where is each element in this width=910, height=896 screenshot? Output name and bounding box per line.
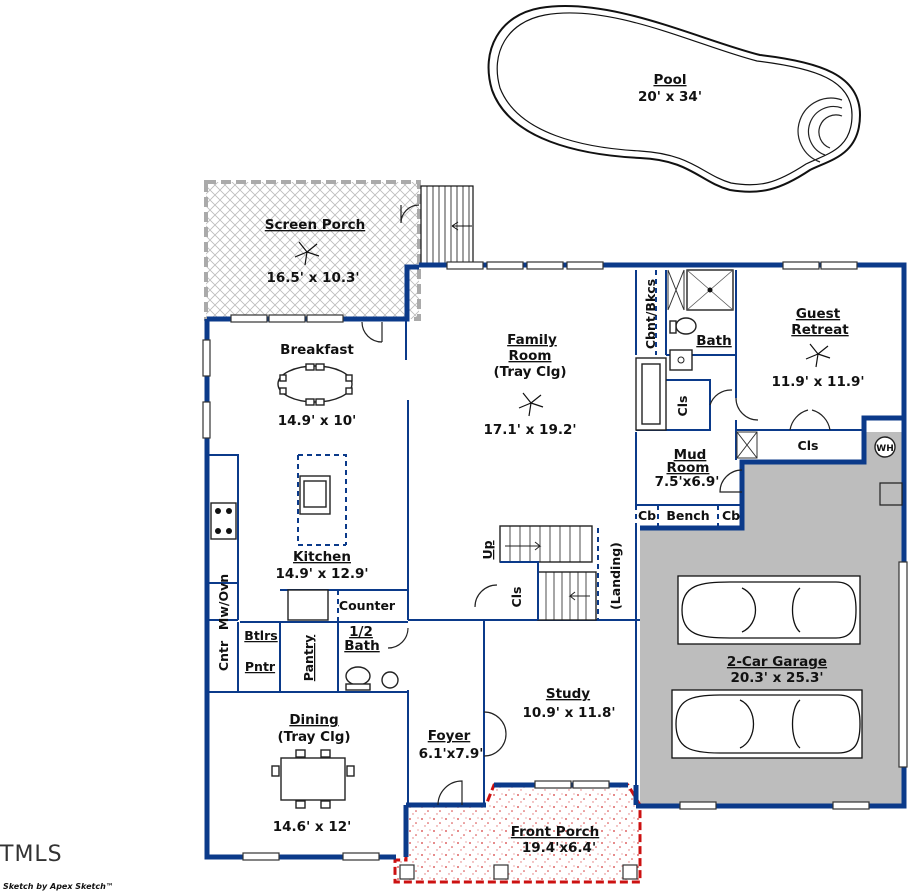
- dining-name: Dining: [289, 712, 338, 728]
- cntr-label: Cntr: [216, 640, 231, 671]
- stairs: [499, 525, 597, 621]
- landing-label: (Landing): [608, 542, 623, 610]
- ceiling-fans: [294, 241, 831, 417]
- family-room-note: (Tray Clg): [493, 364, 566, 380]
- cb-left-label: Cb: [638, 508, 656, 523]
- study-name: Study: [546, 686, 590, 702]
- watermark-text: TMLS: [0, 842, 63, 867]
- pantry-label: Pantry: [301, 635, 316, 681]
- pntr-label: Pntr: [245, 659, 276, 674]
- dining-dims: 14.6' x 12': [273, 819, 351, 835]
- foyer-dims: 6.1'x7.9': [419, 746, 484, 762]
- deck-stairs: [420, 185, 474, 266]
- cbnt-bkcs-label: Cbnt/Bkcs: [643, 279, 658, 349]
- pool-name: Pool: [653, 72, 686, 88]
- guest-retreat-name-2: Retreat: [791, 322, 849, 338]
- sketch-credit: Sketch by Apex Sketch™: [3, 882, 114, 891]
- guest-retreat-name-1: Guest: [796, 306, 841, 322]
- dining-note: (Tray Clg): [277, 729, 350, 745]
- family-room-name-1: Family: [507, 332, 557, 348]
- garage-name: 2-Car Garage: [727, 654, 827, 670]
- pool: [487, 4, 862, 193]
- family-room-dims: 17.1' x 19.2': [484, 422, 577, 438]
- cls-guest-label: Cls: [798, 438, 819, 453]
- up-label: Up: [480, 540, 495, 559]
- mud-room-dims: 7.5'x6.9': [655, 474, 720, 490]
- mud-room-name-2: Room: [666, 460, 709, 476]
- screen-porch-dims: 16.5' x 10.3': [267, 270, 360, 286]
- cls-upper-label: Cls: [675, 396, 690, 417]
- cls-stair-label: Cls: [509, 587, 524, 608]
- btlrs-label: Btlrs: [244, 628, 277, 643]
- breakfast-dims: 14.9' x 10': [278, 413, 356, 429]
- front-porch-area: [393, 783, 642, 884]
- kitchen-name: Kitchen: [293, 549, 351, 565]
- counter-label: Counter: [339, 598, 396, 613]
- guest-retreat-dims: 11.9' x 11.9': [772, 374, 865, 390]
- garage-cars: [671, 575, 863, 759]
- fixtures: [210, 269, 896, 809]
- foyer-name: Foyer: [428, 728, 471, 744]
- doors: [361, 321, 903, 806]
- wh-label: WH: [876, 444, 893, 454]
- screen-porch-area: [204, 180, 421, 321]
- breakfast-name: Breakfast: [280, 342, 354, 358]
- kitchen-dims: 14.9' x 12.9': [276, 566, 369, 582]
- garage-dims: 20.3' x 25.3': [731, 670, 824, 686]
- mw-ovn-label: Mw/Ovn: [216, 574, 231, 630]
- mud-room-name-1: Mud: [674, 447, 707, 463]
- front-porch-name: Front Porch: [511, 824, 600, 840]
- bench-label: Bench: [666, 508, 709, 523]
- screen-porch-name: Screen Porch: [265, 217, 365, 233]
- pool-dims: 20' x 34': [638, 89, 702, 105]
- half-bath-name-1: 1/2: [349, 624, 373, 640]
- cb-right-label: Cb: [722, 508, 740, 523]
- front-porch-dims: 19.4'x6.4': [522, 840, 596, 856]
- windows: [202, 261, 908, 861]
- family-room-name-2: Room: [508, 348, 551, 364]
- half-bath-name-2: Bath: [344, 638, 379, 654]
- bath-name: Bath: [696, 333, 731, 349]
- study-dims: 10.9' x 11.8': [523, 705, 616, 721]
